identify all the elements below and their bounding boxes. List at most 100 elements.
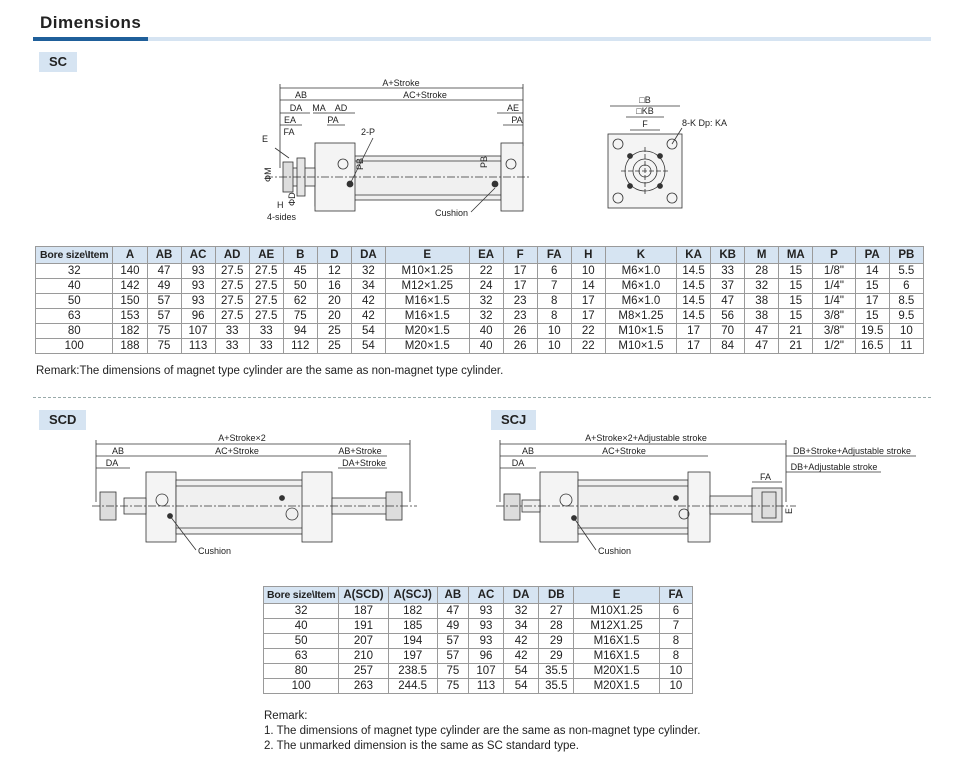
table-cell: 47 <box>744 323 780 339</box>
table-cell: 26 <box>502 338 538 354</box>
dim-ad: AD <box>335 103 348 113</box>
table-cell: M10×1.5 <box>604 323 678 339</box>
table-cell: 32 <box>350 263 386 279</box>
table-cell: 56 <box>710 308 746 324</box>
cushion-label-scd: Cushion <box>198 546 231 556</box>
column-header: Bore size\Item <box>34 246 114 264</box>
column-header: M <box>744 246 780 264</box>
table-cell: 10 <box>658 663 694 679</box>
column-header: AD <box>214 246 250 264</box>
table-cell: 27.5 <box>214 308 250 324</box>
dim-ea: EA <box>284 115 296 125</box>
column-header: FA <box>658 586 694 604</box>
table-cell: 40 <box>34 278 114 294</box>
table-cell: 57 <box>436 648 469 664</box>
scd-dim-ac-stroke: AC+Stroke <box>215 446 259 456</box>
table-cell: 244.5 <box>387 678 438 694</box>
table-cell: 38 <box>744 308 780 324</box>
table-cell: 27.5 <box>214 263 250 279</box>
table-cell: M16×1.5 <box>384 293 470 309</box>
dim-pb-right: PB <box>479 156 489 168</box>
table-cell: 75 <box>436 678 469 694</box>
table-cell: 23 <box>502 293 538 309</box>
table-cell: 28 <box>538 618 575 634</box>
table-cell: 8.5 <box>888 293 925 309</box>
table-cell: 15 <box>854 308 890 324</box>
table-cell: M10X1.25 <box>573 603 660 619</box>
table-cell: 27 <box>538 603 575 619</box>
table-cell: 96 <box>180 308 216 324</box>
table-cell: 84 <box>710 338 746 354</box>
table-cell: 49 <box>146 278 182 294</box>
table-cell: 100 <box>262 678 340 694</box>
table-cell: 107 <box>180 323 216 339</box>
table-cell: 45 <box>282 263 318 279</box>
table-cell: 26 <box>502 323 538 339</box>
table-cell: M20X1.5 <box>573 678 660 694</box>
column-header: B <box>282 246 318 264</box>
table-cell: M6×1.0 <box>604 293 678 309</box>
table-cell: 27.5 <box>248 293 284 309</box>
table-cell: 54 <box>350 323 386 339</box>
table-cell: 27.5 <box>214 293 250 309</box>
table-cell: 32 <box>262 603 340 619</box>
table-cell: M20X1.5 <box>573 663 660 679</box>
table-cell: 15 <box>778 293 814 309</box>
sc-side-view-drawing: A+Stroke AB AC+Stroke DA MA AD AE EA PA … <box>262 78 530 222</box>
table-cell: 80 <box>262 663 340 679</box>
table-cell: 15 <box>778 278 814 294</box>
table-cell: 93 <box>467 618 505 634</box>
table-cell: 17 <box>502 278 538 294</box>
table-cell: 153 <box>112 308 148 324</box>
dim-b: □B <box>639 95 650 105</box>
scd-dim-a-stroke2: A+Stroke×2 <box>218 433 266 443</box>
table-cell: 14.5 <box>676 308 712 324</box>
table-cell: 6 <box>888 278 925 294</box>
scd-dim-da: DA <box>106 458 119 468</box>
table-cell: 182 <box>112 323 148 339</box>
table-cell: 15 <box>854 278 890 294</box>
column-header: DB <box>538 586 575 604</box>
table-cell: 14 <box>854 263 890 279</box>
table-cell: 47 <box>744 338 780 354</box>
table-cell: 63 <box>262 648 340 664</box>
dim-pb-left: PB <box>355 158 365 170</box>
sc-end-view-drawing: □B □KB F 8-K Dp: KA <box>607 95 727 209</box>
table-cell: 54 <box>503 663 540 679</box>
column-header: KB <box>710 246 746 264</box>
scj-drawing: A+Stroke×2+Adjustable stroke AB AC+Strok… <box>496 433 916 556</box>
table-cell: 9.5 <box>888 308 925 324</box>
table-cell: 142 <box>112 278 148 294</box>
table-cell: 28 <box>744 263 780 279</box>
table-cell: 34 <box>503 618 540 634</box>
table-cell: 107 <box>467 663 505 679</box>
dim-ac-stroke: AC+Stroke <box>403 90 447 100</box>
table-cell: 14.5 <box>676 278 712 294</box>
table-cell: 37 <box>710 278 746 294</box>
table-cell: 27.5 <box>214 278 250 294</box>
cushion-label-scj: Cushion <box>598 546 631 556</box>
column-header: H <box>570 246 606 264</box>
column-header: AB <box>146 246 182 264</box>
table-cell: M8×1.25 <box>604 308 678 324</box>
column-header: EA <box>468 246 504 264</box>
table-cell: 35.5 <box>538 678 575 694</box>
table-cell: 14.5 <box>676 263 712 279</box>
table-cell: 10 <box>570 263 606 279</box>
table-cell: 75 <box>146 338 182 354</box>
sc-remark: Remark:The dimensions of magnet type cyl… <box>36 365 504 377</box>
scj-dim-db-stroke-adj: DB+Stroke+Adjustable stroke <box>793 446 911 456</box>
scd-remark-line2: 2. The unmarked dimension is the same as… <box>264 740 579 752</box>
table-cell: 19.5 <box>854 323 890 339</box>
scj-dim-db-adj: DB+Adjustable stroke <box>791 462 878 472</box>
table-cell: 54 <box>503 678 540 694</box>
table-cell: 38 <box>744 293 780 309</box>
table-cell: 150 <box>112 293 148 309</box>
dim-kb: □KB <box>636 106 653 116</box>
